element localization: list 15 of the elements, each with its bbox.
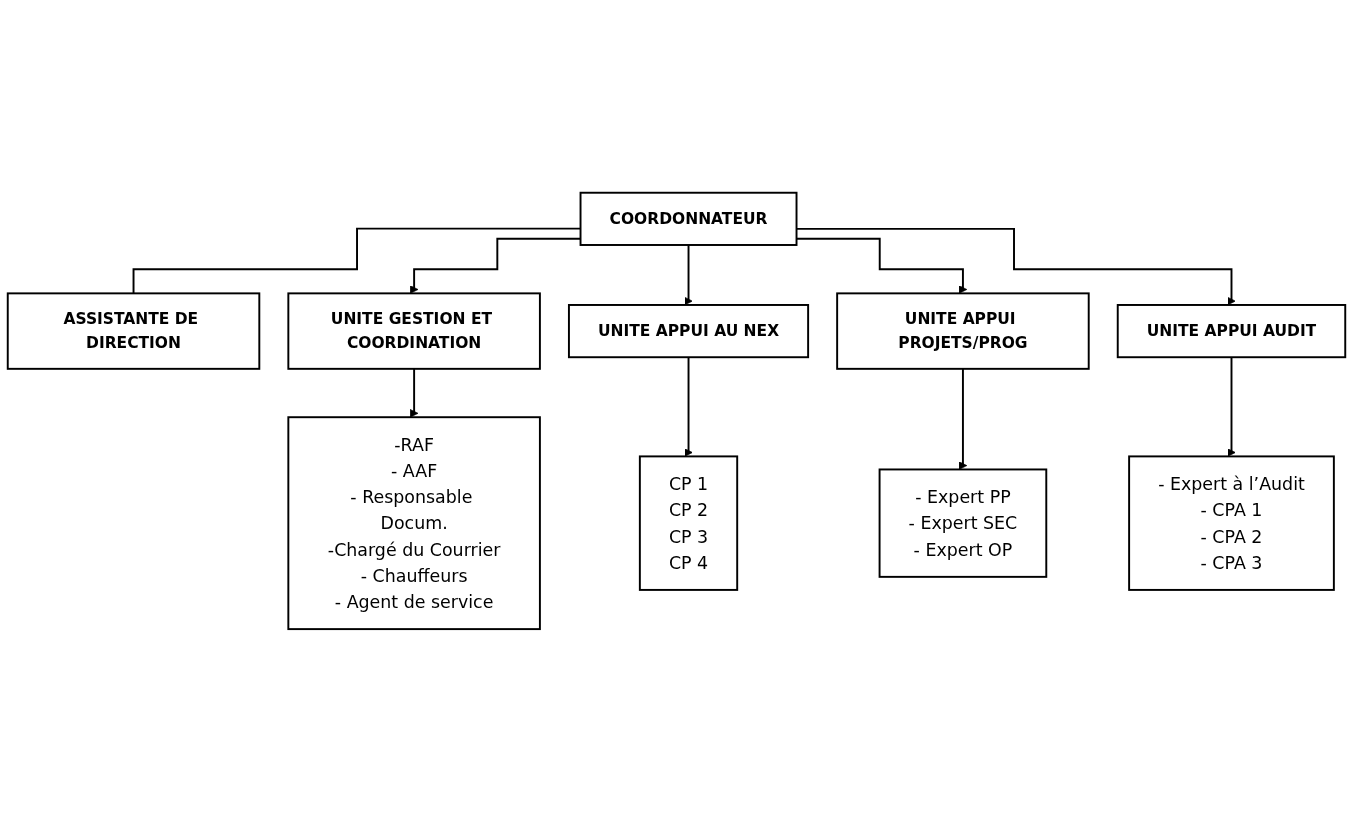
arrow (684, 355, 693, 457)
node-box: UNITE APPUI AU NEX (567, 303, 810, 358)
node-box: UNITE APPUI PROJETS/PROG (836, 291, 1090, 370)
arrow (684, 243, 693, 305)
node-box: UNITE GESTION ET COORDINATION (287, 291, 541, 370)
arrow (1227, 355, 1236, 457)
arrow (958, 367, 968, 470)
node-box: -RAF - AAF - Responsable Docum. -Chargé du Courrier - Chauffeurs - Agent de service (287, 415, 541, 630)
node-box: CP 1 CP 2 CP 3 CP 4 (638, 455, 739, 591)
arrow (409, 367, 419, 418)
node-box: COORDONNATEUR (579, 191, 798, 246)
node-box: UNITE APPUI AUDIT (1116, 303, 1347, 358)
node-box: ASSISTANTE DE DIRECTION (6, 291, 261, 370)
node-box: - Expert PP - Expert SEC - Expert OP (878, 468, 1048, 578)
node-box: - Expert à l’Audit - CPA 1 - CPA 2 - CPA 3 (1128, 455, 1335, 591)
